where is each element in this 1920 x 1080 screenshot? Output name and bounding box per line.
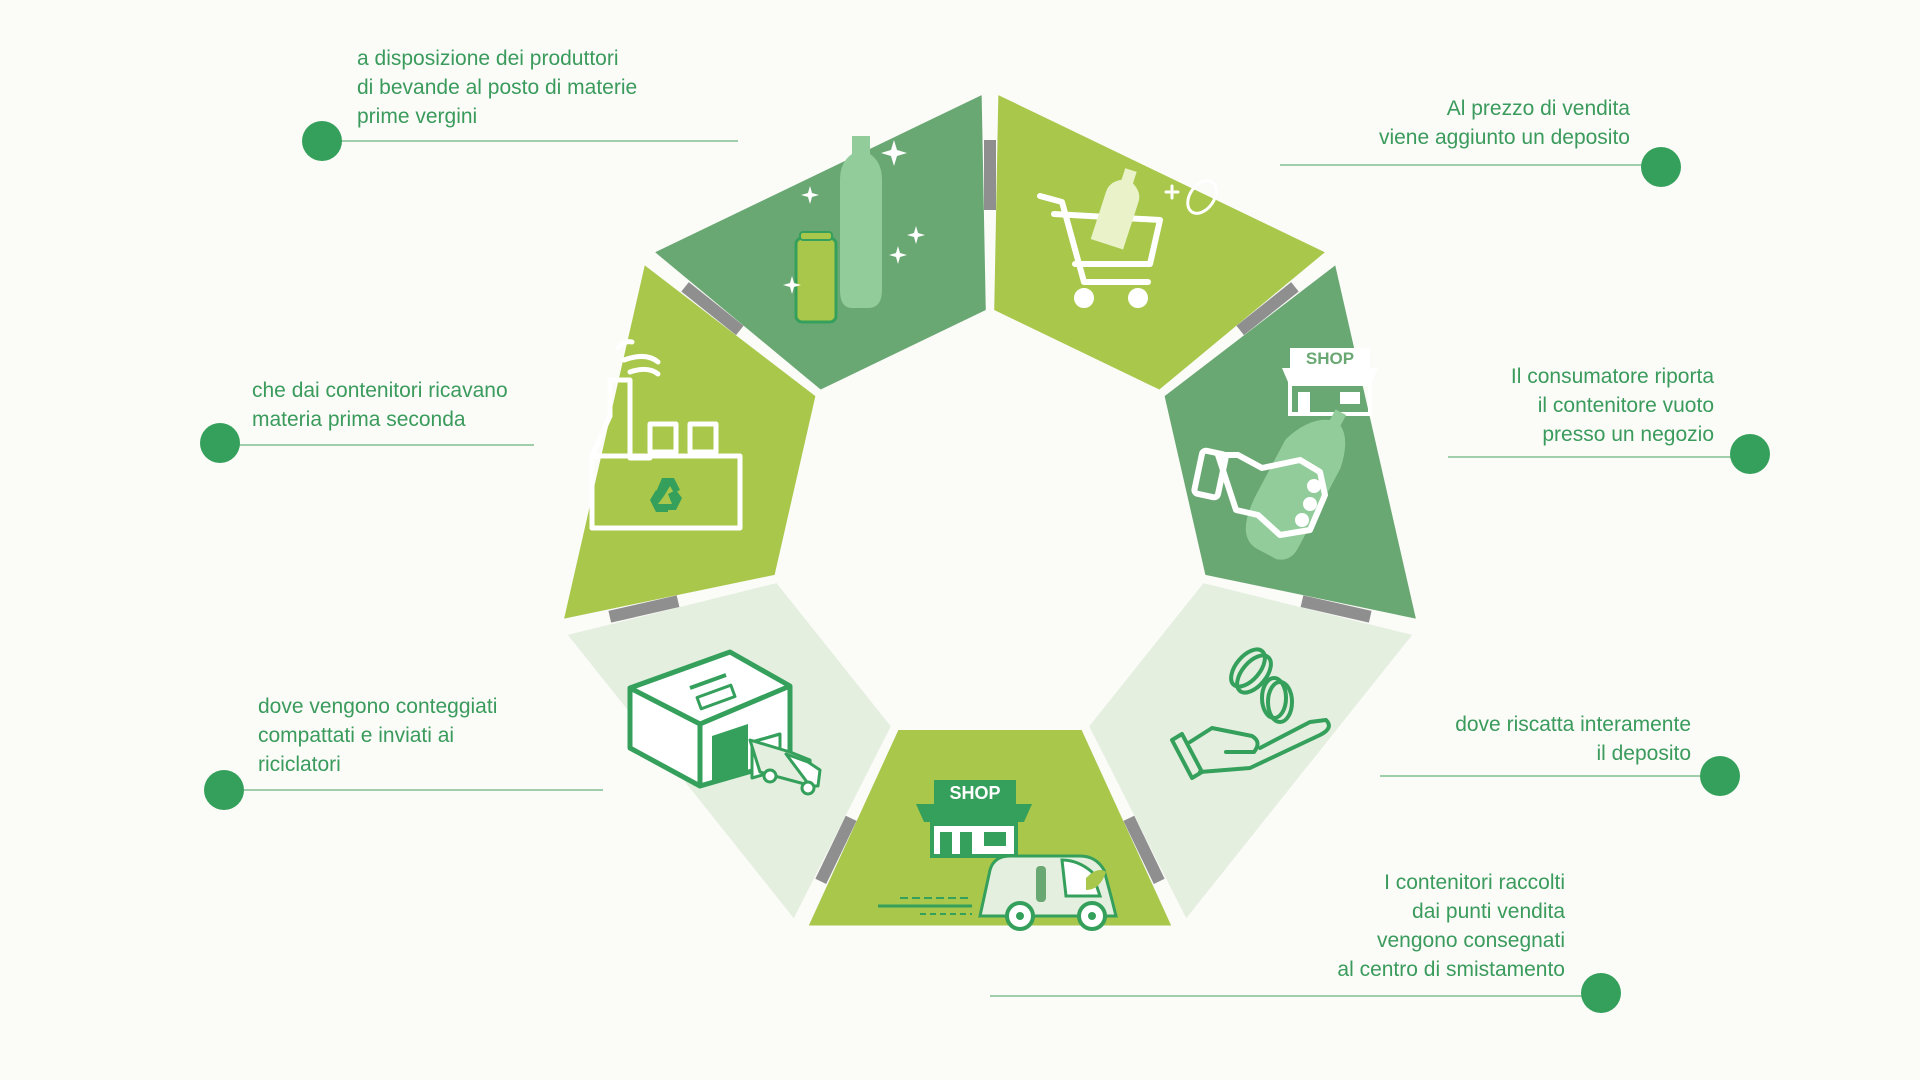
hand-bottle-shop-icon: SHOP — [1191, 348, 1378, 560]
ring-separator-7 — [681, 282, 744, 336]
step-label-1: Al prezzo di vendita viene aggiunto un d… — [1378, 97, 1630, 149]
shop-sign-text: SHOP — [949, 783, 1000, 803]
step-dot-7 — [302, 121, 342, 161]
warehouse-truck-icon — [627, 649, 822, 796]
bottle-can-sparkle-icon — [783, 136, 925, 324]
step-dots — [200, 121, 1770, 1013]
ring-separator-3 — [1300, 595, 1372, 623]
step-dot-4 — [1581, 973, 1621, 1013]
step-label-2: Il consumatore riporta il contenitore vu… — [1510, 365, 1714, 446]
ring-separator-6 — [608, 595, 680, 623]
step-dot-1 — [1641, 147, 1681, 187]
step-dot-3 — [1700, 756, 1740, 796]
connector-lines — [220, 140, 1749, 997]
step-dot-2 — [1730, 434, 1770, 474]
step-dot-6 — [200, 423, 240, 463]
shopping-cart-bottle-icon — [1037, 168, 1218, 308]
step-label-7: a disposizione dei produttori di bevande… — [357, 47, 638, 128]
ring-separator-5 — [815, 815, 857, 884]
ring-separator-4 — [1123, 815, 1165, 884]
ring-separator-2 — [1236, 282, 1299, 336]
step-label-5: dove vengono conteggiati compattati e in… — [258, 695, 498, 776]
step-label-3: dove riscatta interamente il deposito — [1455, 713, 1691, 765]
recycling-factory-icon — [589, 339, 743, 531]
step-label-4: I contenitori raccolti dai punti vendita… — [1337, 871, 1565, 981]
ring-separators — [608, 140, 1372, 884]
shop-truck-icon: SHOP — [878, 780, 1118, 931]
shop-sign-text: SHOP — [1306, 349, 1354, 368]
hand-coins-icon — [1170, 647, 1331, 780]
step-dot-5 — [204, 770, 244, 810]
step-label-6: che dai contenitori ricavano materia pri… — [252, 379, 508, 431]
ring-segment-1 — [994, 95, 1325, 390]
